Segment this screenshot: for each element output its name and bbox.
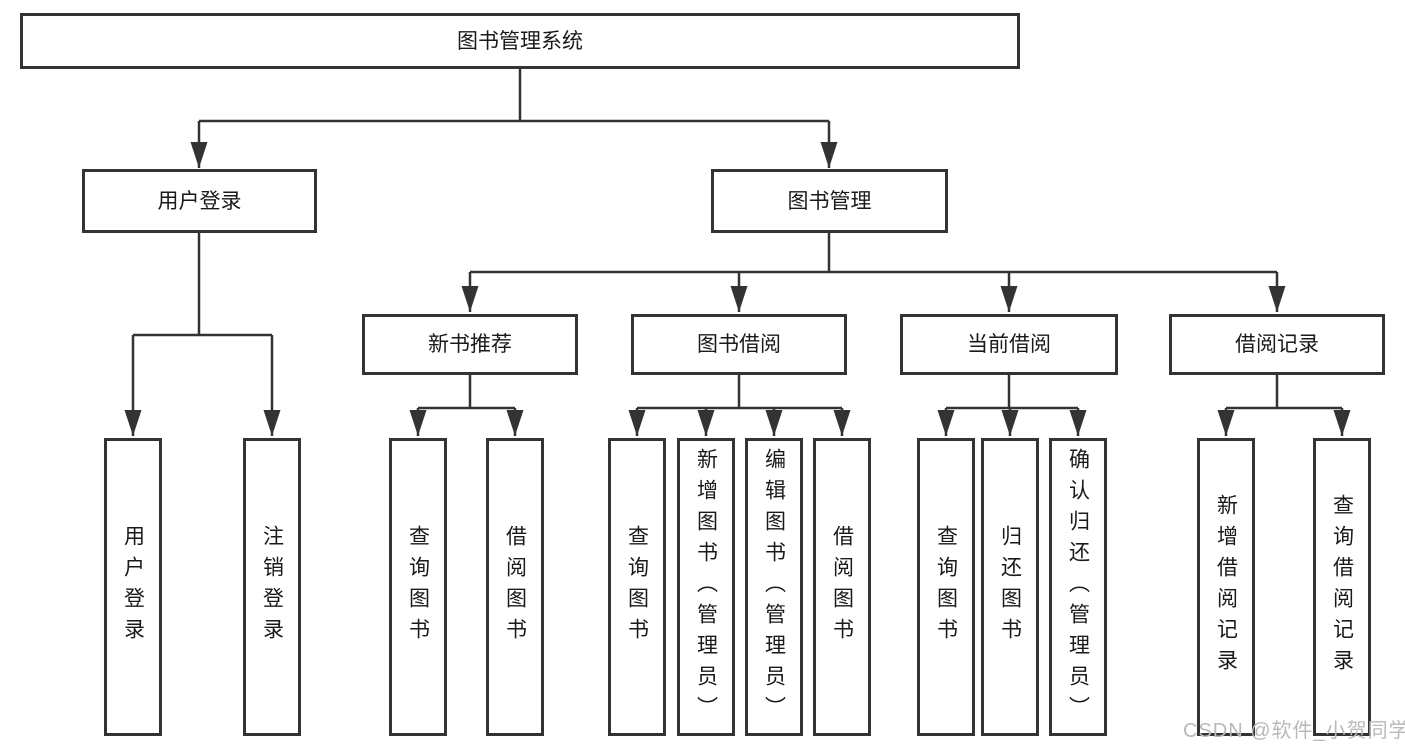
arrowhead bbox=[1268, 286, 1286, 312]
leaf-borrow-add-books-admin: 新增图书（管理员） bbox=[677, 438, 735, 736]
arrowhead bbox=[820, 142, 838, 168]
node-borrow-records: 借阅记录 bbox=[1169, 314, 1385, 375]
arrowhead bbox=[1000, 286, 1018, 312]
leaf-current-query-books: 查询图书 bbox=[917, 438, 975, 736]
arrowhead bbox=[937, 410, 955, 436]
leaf-user-login: 用户登录 bbox=[104, 438, 162, 736]
node-current-borrow: 当前借阅 bbox=[900, 314, 1118, 375]
arrowhead bbox=[1333, 410, 1351, 436]
arrowhead bbox=[190, 142, 208, 168]
connector-new-book-recommend bbox=[409, 375, 524, 436]
leaf-current-confirm-return-admin: 确认归还（管理员） bbox=[1049, 438, 1107, 736]
leaf-recommend-query-books: 查询图书 bbox=[389, 438, 447, 736]
arrowhead bbox=[263, 410, 281, 436]
node-user-login: 用户登录 bbox=[82, 169, 317, 233]
csdn-watermark: CSDN @软件_小贺同学 bbox=[1183, 720, 1405, 742]
arrowhead bbox=[833, 410, 851, 436]
leaf-recommend-borrow-books: 借阅图书 bbox=[486, 438, 544, 736]
connector-root bbox=[190, 69, 838, 168]
connector-book-management bbox=[461, 233, 1286, 312]
node-book-borrow: 图书借阅 bbox=[631, 314, 847, 375]
leaf-current-return-books: 归还图书 bbox=[981, 438, 1039, 736]
arrowhead bbox=[409, 410, 427, 436]
node-root: 图书管理系统 bbox=[20, 13, 1020, 69]
arrowhead bbox=[765, 410, 783, 436]
arrowhead bbox=[1069, 410, 1087, 436]
arrowhead bbox=[1001, 410, 1019, 436]
connector-book-borrow bbox=[628, 375, 851, 436]
node-new-book-recommend: 新书推荐 bbox=[362, 314, 578, 375]
connector-borrow-records bbox=[1217, 375, 1351, 436]
arrowhead bbox=[730, 286, 748, 312]
leaf-records-query-record: 查询借阅记录 bbox=[1313, 438, 1371, 736]
arrowhead bbox=[628, 410, 646, 436]
connector-user-login bbox=[124, 233, 281, 436]
arrowhead bbox=[697, 410, 715, 436]
leaf-records-add-record: 新增借阅记录 bbox=[1197, 438, 1255, 736]
leaf-logout: 注销登录 bbox=[243, 438, 301, 736]
arrowhead bbox=[124, 410, 142, 436]
node-book-management: 图书管理 bbox=[711, 169, 948, 233]
leaf-borrow-edit-books-admin: 编辑图书（管理员） bbox=[745, 438, 803, 736]
arrowhead bbox=[461, 286, 479, 312]
leaf-borrow-borrow-books: 借阅图书 bbox=[813, 438, 871, 736]
arrowhead bbox=[506, 410, 524, 436]
leaf-borrow-query-books: 查询图书 bbox=[608, 438, 666, 736]
arrowhead bbox=[1217, 410, 1235, 436]
connector-current-borrow bbox=[937, 375, 1087, 436]
